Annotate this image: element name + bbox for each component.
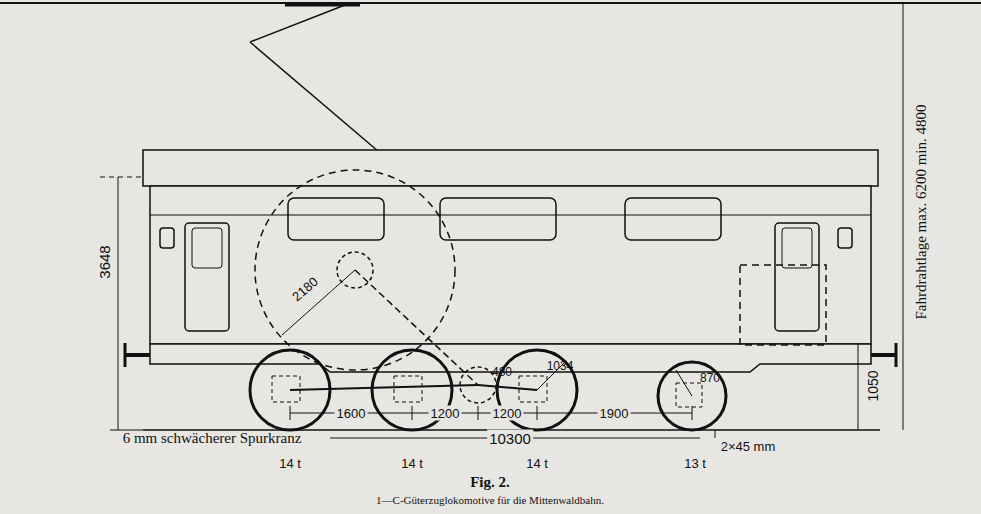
axle-load: 13 t (682, 456, 708, 471)
dimension: 1900 (598, 406, 631, 421)
dimension: 1200 (429, 406, 462, 421)
dimension: 1600 (335, 406, 368, 421)
dimension: 2×45 mm (719, 439, 778, 454)
dimension: 3648 (96, 243, 113, 280)
dimension: 1034 (545, 359, 576, 373)
axle-load: 14 t (399, 456, 425, 471)
dimension: 870 (698, 371, 722, 385)
figure-title: Fig. 2. (468, 474, 512, 491)
dimension: 10300 (487, 430, 533, 447)
axle-load: 14 t (277, 456, 303, 471)
note: 6 mm schwächerer Spurkranz (121, 430, 304, 447)
wire-height-note: Fahrdrahtlage max. 6200 min. 4800 (913, 103, 930, 322)
dimension: 480 (490, 365, 514, 379)
figure-caption: 1—C-Güterzuglokomotive für die Mittenwal… (374, 494, 606, 507)
axle-load: 14 t (524, 456, 550, 471)
dimension: 1200 (491, 406, 524, 421)
dimension: 1050 (865, 368, 881, 403)
